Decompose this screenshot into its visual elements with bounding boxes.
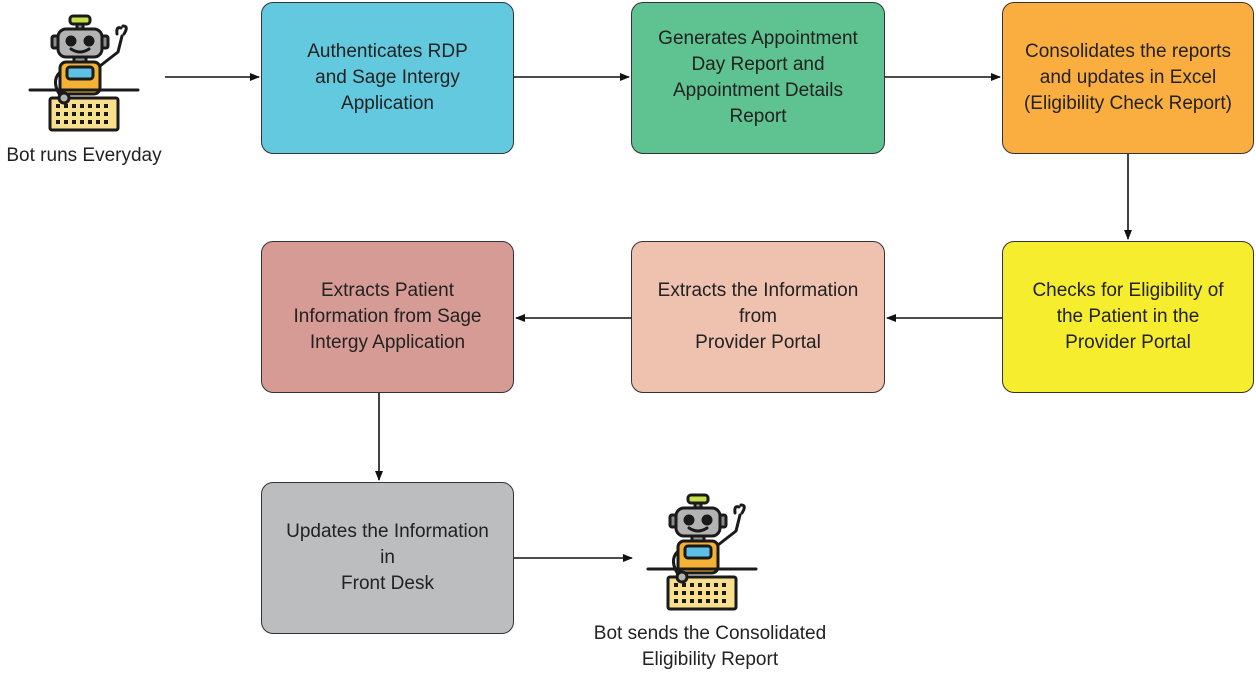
step-label: Consolidates the reports and updates in … bbox=[1023, 41, 1232, 114]
step-update-front-desk: Updates the Information in Front Desk bbox=[261, 482, 514, 634]
step-label: Authenticates RDP and Sage Intergy Appli… bbox=[307, 41, 468, 114]
step-label: Extracts the Information from Provider P… bbox=[657, 280, 859, 353]
step-authenticate: Authenticates RDP and Sage Intergy Appli… bbox=[261, 2, 514, 154]
step-check-eligibility: Checks for Eligibility of the Patient in… bbox=[1002, 241, 1254, 393]
step-extract-patient-info: Extracts Patient Information from Sage I… bbox=[261, 241, 514, 393]
step-label: Checks for Eligibility of the Patient in… bbox=[1032, 280, 1224, 353]
robot-at-keyboard-icon bbox=[28, 14, 140, 132]
step-extract-provider-info: Extracts the Information from Provider P… bbox=[631, 241, 885, 393]
robot-at-keyboard-icon bbox=[646, 493, 758, 611]
step-consolidate-reports: Consolidates the reports and updates in … bbox=[1002, 2, 1254, 154]
end-caption: Bot sends the Consolidated Eligibility R… bbox=[593, 623, 827, 670]
step-generate-reports: Generates Appointment Day Report and App… bbox=[631, 2, 885, 154]
step-label: Updates the Information in Front Desk bbox=[286, 521, 489, 594]
start-caption: Bot runs Everyday bbox=[6, 145, 162, 166]
step-label: Extracts Patient Information from Sage I… bbox=[293, 280, 482, 353]
step-label: Generates Appointment Day Report and App… bbox=[658, 28, 858, 127]
